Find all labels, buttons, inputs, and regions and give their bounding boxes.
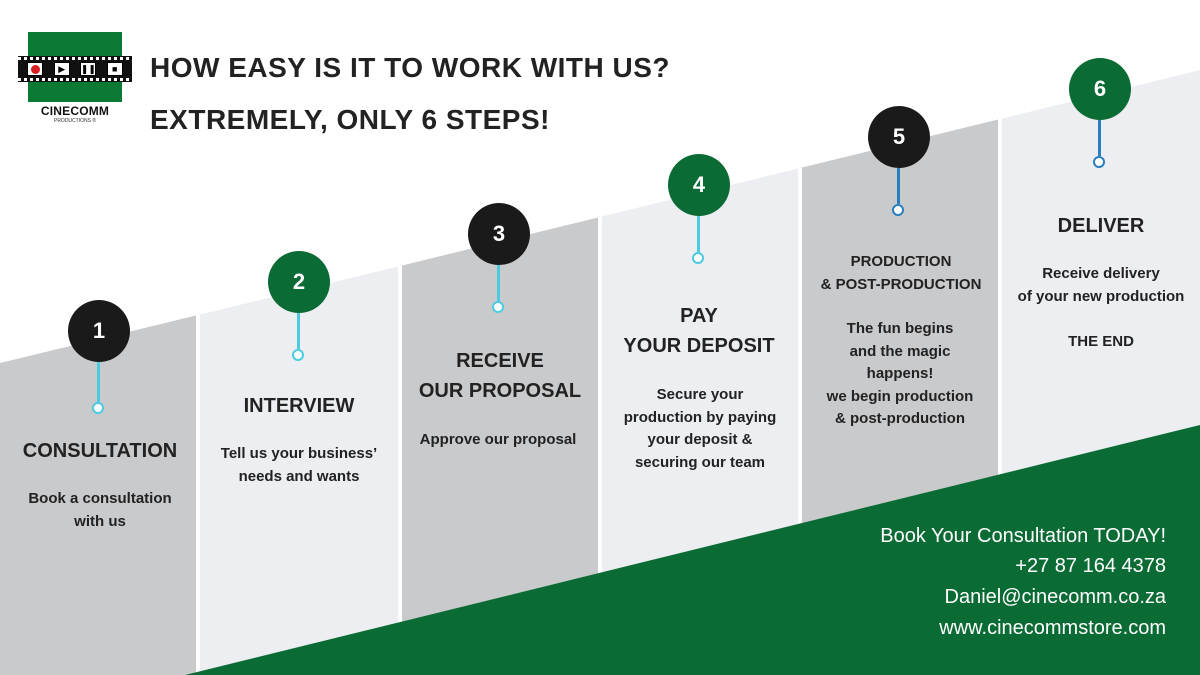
step-4-description: Secure your production by paying your de… bbox=[623, 386, 777, 471]
step-2-stem bbox=[297, 313, 300, 349]
step-2-pin bbox=[292, 349, 304, 361]
headline-answer: EXTREMELY, ONLY 6 STEPS! bbox=[150, 104, 550, 135]
step-2-description: Tell us your business’ needs and wants bbox=[220, 445, 378, 485]
step-5-pin bbox=[892, 204, 904, 216]
step-4-title: PAY YOUR DEPOSIT bbox=[623, 305, 775, 357]
step-1-title: CONSULTATION bbox=[22, 440, 178, 462]
step-4-pin bbox=[692, 252, 704, 264]
step-column-1 bbox=[0, 315, 198, 675]
step-2-title: INTERVIEW bbox=[243, 395, 355, 417]
step-4-stem bbox=[697, 216, 700, 252]
logo-subtitle: PRODUCTIONS ® bbox=[53, 118, 97, 124]
step-1-marker: 1 bbox=[68, 300, 130, 362]
step-6-description: Receive delivery of your new production … bbox=[1017, 265, 1185, 350]
step-3-stem bbox=[497, 265, 500, 301]
step-2-marker: 2 bbox=[268, 251, 330, 313]
contact-green-band bbox=[185, 425, 1200, 675]
step-3-marker: 3 bbox=[468, 203, 530, 265]
cinecomm-logo: ▶ ❚❚ ■ CINECOMM PRODUCTIONS ® bbox=[18, 32, 132, 128]
step-1-description: Book a consultation with us bbox=[28, 490, 172, 530]
headline-question: HOW EASY IS IT TO WORK WITH US? bbox=[150, 52, 671, 83]
stop-icon: ■ bbox=[106, 62, 123, 76]
contact-phone[interactable]: +27 87 164 4378 bbox=[1015, 555, 1166, 577]
contact-cta: Book Your Consultation TODAY! bbox=[880, 525, 1166, 547]
logo-film-strip: ▶ ❚❚ ■ bbox=[18, 56, 132, 82]
step-5-title: PRODUCTION & POST-PRODUCTION bbox=[820, 253, 982, 293]
step-6-pin bbox=[1093, 156, 1105, 168]
step-6-stem bbox=[1098, 120, 1101, 156]
step-1-pin bbox=[92, 402, 104, 414]
step-5-marker: 5 bbox=[868, 106, 930, 168]
contact-email[interactable]: Daniel@cinecomm.co.za bbox=[944, 586, 1167, 608]
step-4-marker: 4 bbox=[668, 154, 730, 216]
step-3-pin bbox=[492, 301, 504, 313]
step-5-description: The fun begins and the magic happens! we… bbox=[826, 320, 974, 427]
step-3-description: Approve our proposal bbox=[419, 431, 577, 448]
step-1-stem bbox=[97, 362, 100, 402]
step-6-marker: 6 bbox=[1069, 58, 1131, 120]
contact-website[interactable]: www.cinecommstore.com bbox=[939, 617, 1166, 639]
step-5-stem bbox=[897, 168, 900, 204]
step-column-3 bbox=[400, 217, 600, 675]
step-3-title: RECEIVE OUR PROPOSAL bbox=[418, 350, 582, 402]
play-icon: ▶ bbox=[53, 62, 70, 76]
step-column-2 bbox=[198, 266, 400, 675]
record-icon bbox=[27, 62, 44, 76]
step-6-title: DELIVER bbox=[1057, 215, 1145, 237]
logo-wordmark: CINECOMM bbox=[40, 104, 110, 118]
pause-icon: ❚❚ bbox=[80, 62, 97, 76]
